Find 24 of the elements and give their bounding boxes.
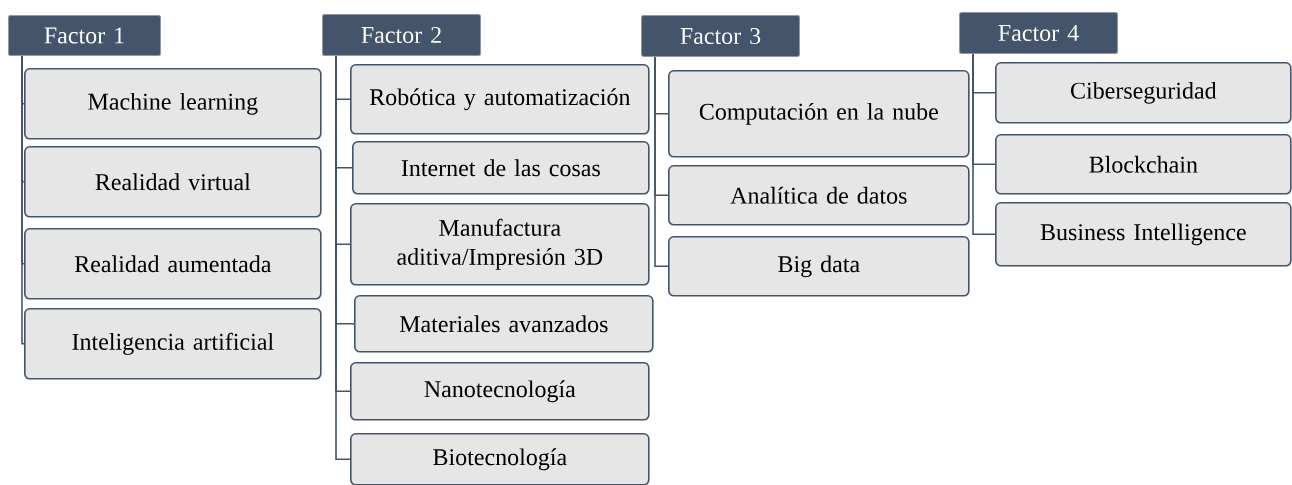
item-box: Inteligencia artificial xyxy=(24,308,322,380)
item-box: Machine learning xyxy=(24,68,322,140)
item-box: Internet de las cosas xyxy=(352,141,650,195)
item-box: Business Intelligence xyxy=(995,202,1292,267)
item-box: Realidad virtual xyxy=(24,146,322,218)
item-box: Analítica de datos xyxy=(668,165,970,226)
item-box: Blockchain xyxy=(995,134,1292,195)
item-box: Biotecnología xyxy=(350,433,650,485)
item-box: Realidad aumentada xyxy=(24,228,322,300)
item-box: Ciberseguridad xyxy=(995,62,1292,124)
item-box: Big data xyxy=(668,236,970,297)
connector-line xyxy=(21,55,25,345)
header-box: Factor 4 xyxy=(959,12,1118,54)
header-box: Factor 2 xyxy=(322,14,481,56)
connector-line xyxy=(654,56,669,268)
item-box: Computación en la nube xyxy=(668,70,970,158)
header-box: Factor 3 xyxy=(641,15,800,57)
item-box: Nanotecnología xyxy=(350,362,650,421)
connector-line xyxy=(335,55,351,461)
item-box: Materiales avanzados xyxy=(354,295,654,353)
connector-line xyxy=(972,53,996,236)
header-box: Factor 1 xyxy=(8,15,161,56)
item-box: Robótica y automatización xyxy=(350,64,650,135)
item-box: Manufactura aditiva/Impresión 3D xyxy=(350,203,650,286)
